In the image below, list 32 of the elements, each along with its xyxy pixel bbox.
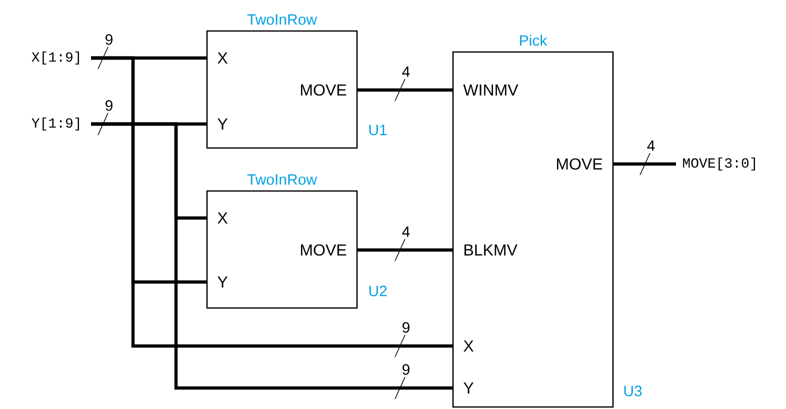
block-title: TwoInRow [247, 14, 318, 25]
pin-label: MOVE [557, 158, 602, 170]
bus-wire [91, 122, 453, 390]
instance-label: U1 [369, 124, 387, 136]
bus-width: 9 [402, 364, 410, 375]
pin-label: X [464, 340, 474, 352]
block-title: Pick [520, 34, 548, 46]
signal-name: X[1:9] [32, 51, 79, 65]
pin-label: Y [464, 382, 474, 394]
block-title: TwoInRow [247, 174, 318, 185]
pin-label: WINMV [463, 84, 518, 96]
bus-wire [613, 162, 676, 166]
bus-width: 4 [402, 66, 410, 77]
bus-wire [357, 248, 453, 252]
instance-label: U2 [369, 286, 387, 296]
pin-label: MOVE [301, 84, 346, 96]
pin-label: X [218, 52, 228, 64]
pin-label: BLKMV [464, 244, 518, 256]
pin-label: X [218, 212, 228, 224]
bus-width: 9 [106, 100, 112, 111]
pin-label: Y [218, 276, 228, 288]
bus-width: 9 [106, 34, 112, 45]
pin-label: MOVE [301, 244, 346, 256]
bus-width: 9 [402, 322, 410, 333]
bus-width: 4 [647, 140, 655, 151]
bus-wire [357, 88, 453, 92]
instance-label: U3 [624, 386, 642, 396]
bus-wire [91, 56, 453, 348]
signal-name: Y[1:9] [32, 117, 79, 131]
signal-name: MOVE[3:0] [683, 157, 755, 171]
pin-label: Y [218, 118, 228, 130]
bus-width: 4 [402, 226, 410, 237]
